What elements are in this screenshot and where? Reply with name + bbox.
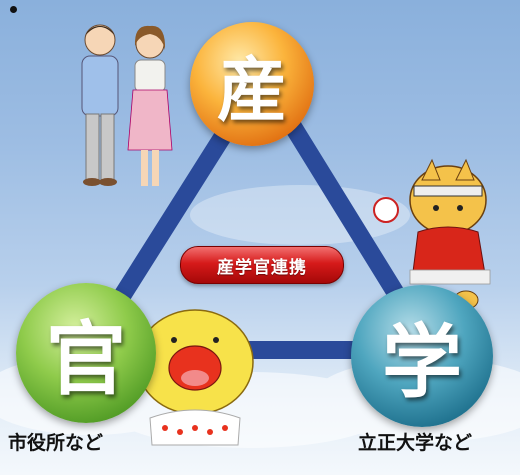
cat-mascot-illustration (373, 158, 491, 310)
academia-caption: 立正大学など (358, 432, 473, 454)
collaboration-badge: 産学官連携 (180, 246, 344, 284)
bear-mascot-illustration (136, 309, 254, 446)
bullet-dot (10, 6, 17, 13)
academia-label: 学 (382, 315, 462, 409)
industry-circle: 産 (190, 22, 314, 146)
collaboration-label: 産学官連携 (217, 257, 307, 278)
government-circle: 官 (16, 283, 156, 423)
academia-circle: 学 (351, 285, 493, 427)
government-caption: 市役所など (8, 432, 104, 454)
industry-label: 産 (217, 47, 287, 131)
government-label: 官 (46, 312, 126, 406)
couple-illustration (81, 24, 173, 186)
